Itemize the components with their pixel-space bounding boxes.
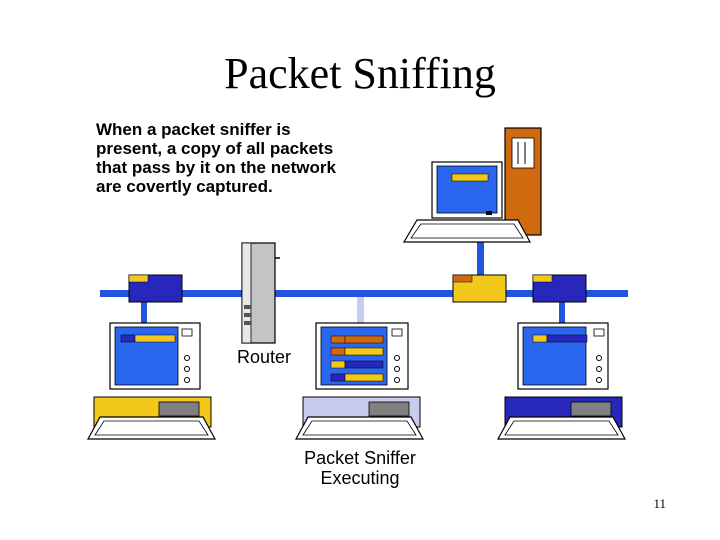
page-number: 11 <box>653 496 666 511</box>
router-label: Router <box>236 347 292 367</box>
network-cabling <box>100 240 628 323</box>
packet-envelope-icon <box>532 274 587 303</box>
packet-envelope-icon <box>128 274 183 303</box>
computer-icon <box>86 322 217 440</box>
computer-icon <box>402 161 532 243</box>
drop-right <box>559 297 565 323</box>
computer-icon <box>294 322 425 440</box>
sniffer-tap <box>357 297 364 323</box>
router-icon <box>241 242 280 344</box>
drop-server <box>477 240 484 292</box>
sniffer-label: Packet Sniffer Executing <box>304 448 416 488</box>
network-backbone <box>100 290 628 297</box>
computer-icon <box>496 322 627 440</box>
slide-description: When a packet sniffer is present, a copy… <box>96 120 336 196</box>
drop-left <box>141 297 147 323</box>
slide-title: Packet Sniffing <box>224 49 496 98</box>
packet-envelope-icon <box>452 274 507 303</box>
server-tower-icon <box>504 127 542 236</box>
